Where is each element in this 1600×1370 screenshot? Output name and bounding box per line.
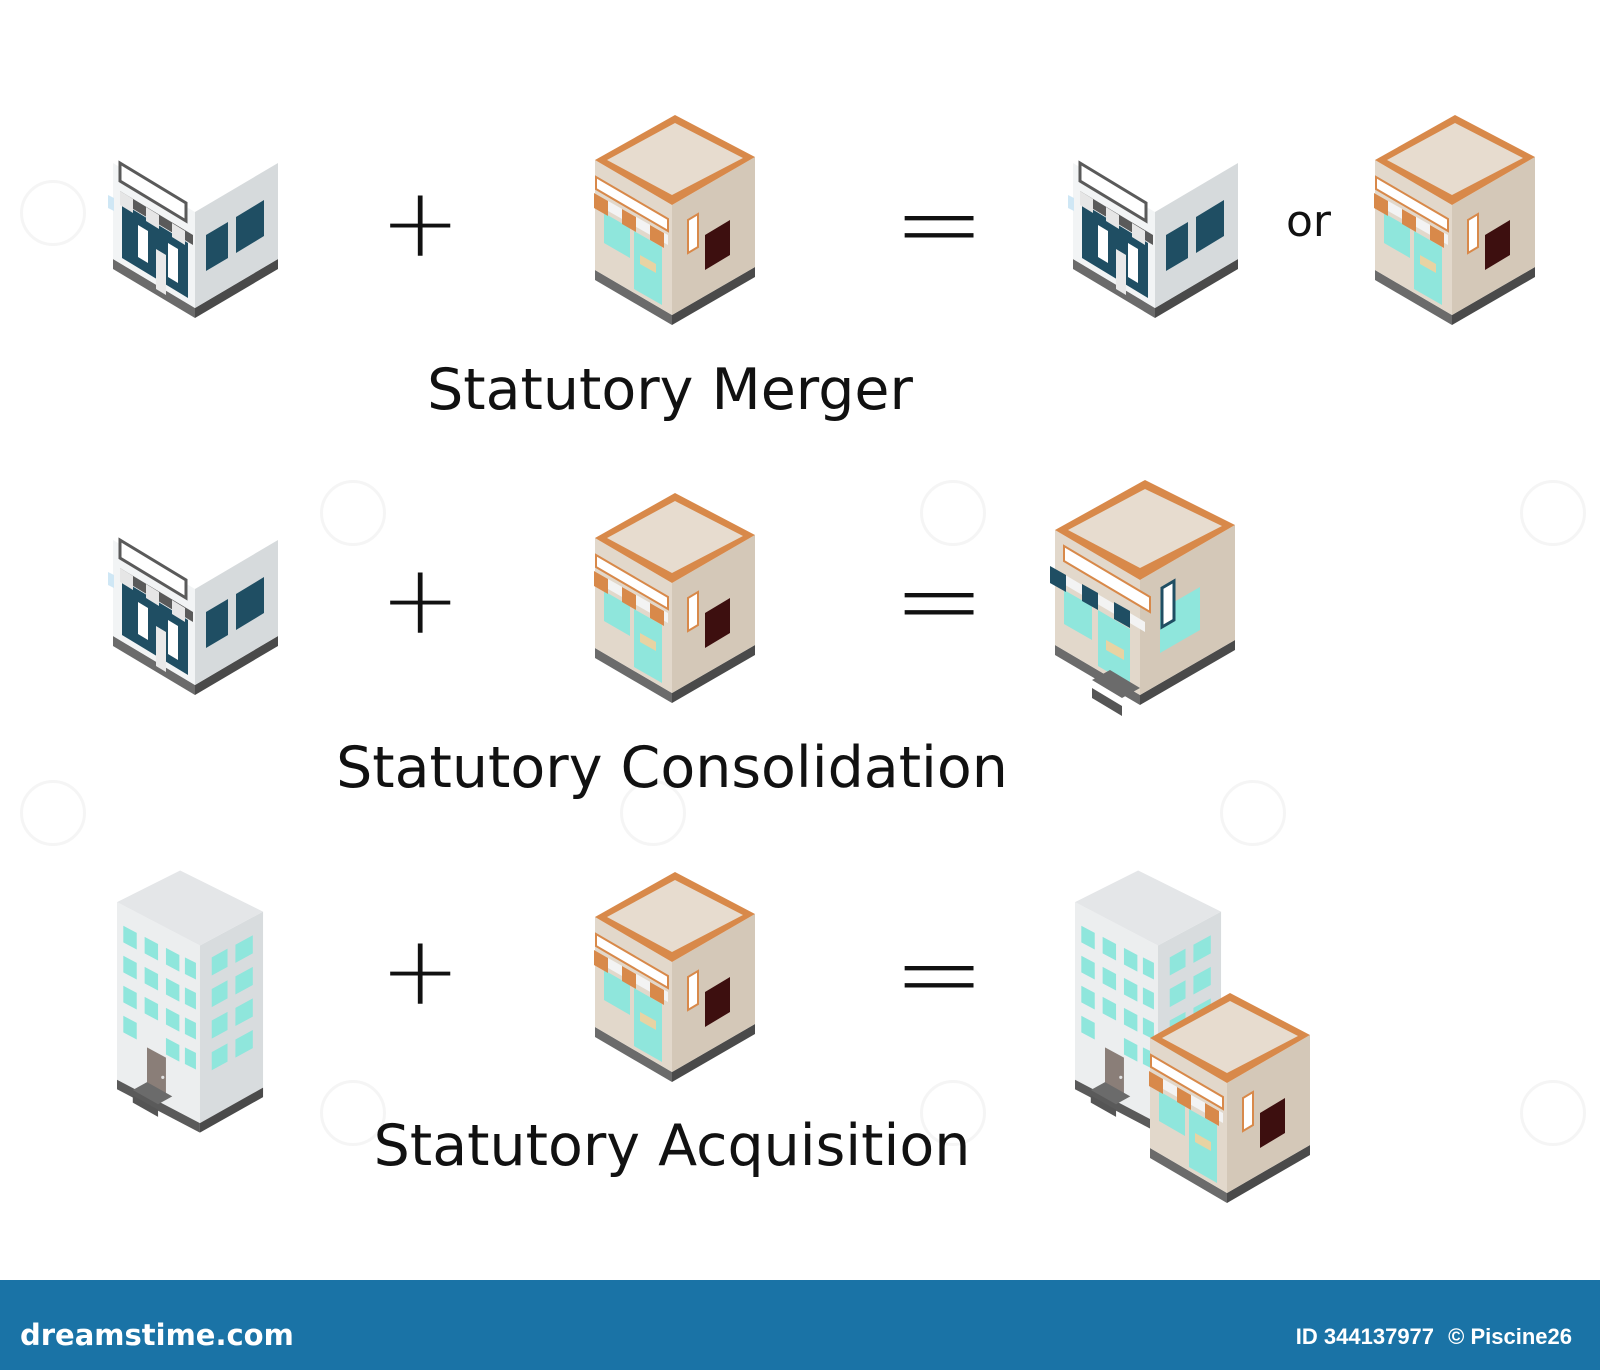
equals-operator: = bbox=[893, 909, 986, 1037]
image-credit: ID 344137977 © Piscine26 bbox=[1288, 1324, 1572, 1350]
acquisition-label: Statutory Acquisition bbox=[373, 1113, 971, 1179]
beige-shop-icon bbox=[593, 492, 756, 704]
image-id: ID 344137977 bbox=[1295, 1324, 1435, 1349]
office-building-icon bbox=[117, 835, 264, 1135]
watermark-circle bbox=[920, 480, 986, 546]
beige-shop-icon bbox=[1148, 992, 1311, 1204]
watermark-circle bbox=[620, 780, 686, 846]
watermark-circle bbox=[920, 1080, 986, 1146]
white-storefront-icon bbox=[106, 161, 280, 320]
merger-label: Statutory Merger bbox=[427, 357, 913, 423]
watermark-circle bbox=[1520, 480, 1586, 546]
beige-shop-icon bbox=[593, 114, 756, 326]
watermark-circle bbox=[20, 180, 86, 246]
beige-shop-icon bbox=[1373, 114, 1536, 326]
watermark-circle bbox=[320, 480, 386, 546]
watermark-circle bbox=[320, 1080, 386, 1146]
white-storefront-icon bbox=[106, 538, 280, 697]
copyright-author: © Piscine26 bbox=[1448, 1324, 1572, 1349]
consolidation-label: Statutory Consolidation bbox=[336, 735, 1008, 801]
footer-bar: dreamstime.com ID 344137977 © Piscine26 bbox=[0, 1280, 1600, 1370]
white-storefront-icon bbox=[1066, 161, 1240, 320]
plus-operator: + bbox=[380, 167, 461, 279]
equals-operator: = bbox=[893, 536, 986, 664]
dreamstime-logo[interactable]: dreamstime.com bbox=[20, 1318, 294, 1352]
beige-shop-icon bbox=[593, 871, 756, 1083]
plus-operator: + bbox=[380, 544, 461, 656]
or-separator: or bbox=[1286, 196, 1332, 247]
equals-operator: = bbox=[893, 159, 986, 287]
watermark-circle bbox=[1220, 780, 1286, 846]
watermark-circle bbox=[20, 780, 86, 846]
watermark-circle bbox=[1520, 1080, 1586, 1146]
plus-operator: + bbox=[380, 915, 461, 1027]
consolidated-shop-icon bbox=[1048, 478, 1237, 718]
